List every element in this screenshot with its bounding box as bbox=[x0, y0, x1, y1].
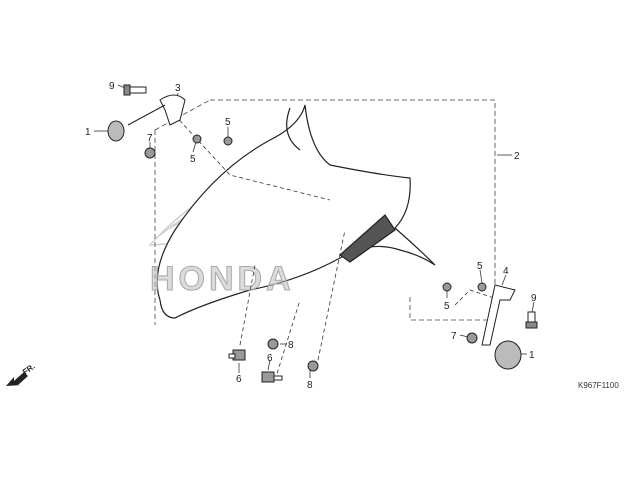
nut-7-left bbox=[144, 147, 156, 159]
left-hardware bbox=[107, 84, 233, 159]
callout-8: 8 bbox=[288, 340, 294, 351]
callout-9: 9 bbox=[531, 293, 537, 304]
callout-5: 5 bbox=[444, 301, 450, 312]
callouts: 9 3 1 7 5 5 2 5 4 5 9 7 1 8 6 6 8 bbox=[85, 81, 537, 391]
diagram-code: K967F1100 bbox=[578, 381, 619, 390]
callout-7: 7 bbox=[451, 331, 457, 342]
bolt-9-left bbox=[123, 84, 147, 96]
callout-1: 1 bbox=[529, 350, 535, 361]
bolt-6-a bbox=[228, 349, 246, 361]
bracket-3 bbox=[127, 94, 186, 126]
bolt-6-b bbox=[261, 371, 283, 383]
callout-5: 5 bbox=[190, 154, 196, 165]
callout-8: 8 bbox=[307, 380, 313, 391]
grommet-1-right bbox=[494, 340, 522, 370]
front-direction-indicator: FR. bbox=[6, 362, 37, 386]
front-arrow-icon bbox=[6, 372, 28, 386]
callout-2: 2 bbox=[514, 151, 520, 162]
callout-6: 6 bbox=[236, 374, 242, 385]
bracket-4 bbox=[481, 284, 516, 346]
nut-5-a bbox=[223, 136, 233, 146]
front-fender bbox=[156, 104, 436, 319]
nut-8-a bbox=[267, 338, 279, 350]
callout-5: 5 bbox=[477, 261, 483, 272]
callout-7: 7 bbox=[147, 133, 153, 144]
right-hardware bbox=[442, 282, 538, 370]
bottom-hardware bbox=[228, 338, 319, 383]
nut-5-d bbox=[442, 282, 452, 292]
nut-8-b bbox=[307, 360, 319, 372]
callout-3: 3 bbox=[175, 83, 181, 94]
grommet-1-left bbox=[107, 120, 125, 142]
bolt-9-right bbox=[525, 311, 538, 329]
nut-5-c bbox=[477, 282, 487, 292]
callout-9: 9 bbox=[109, 81, 115, 92]
nut-5-b bbox=[192, 134, 202, 144]
honda-watermark: HONDA bbox=[150, 260, 295, 298]
callout-6: 6 bbox=[267, 353, 273, 364]
callout-1: 1 bbox=[85, 127, 91, 138]
nut-7-right bbox=[466, 332, 478, 344]
callout-5: 5 bbox=[225, 117, 231, 128]
callout-4: 4 bbox=[503, 266, 509, 277]
